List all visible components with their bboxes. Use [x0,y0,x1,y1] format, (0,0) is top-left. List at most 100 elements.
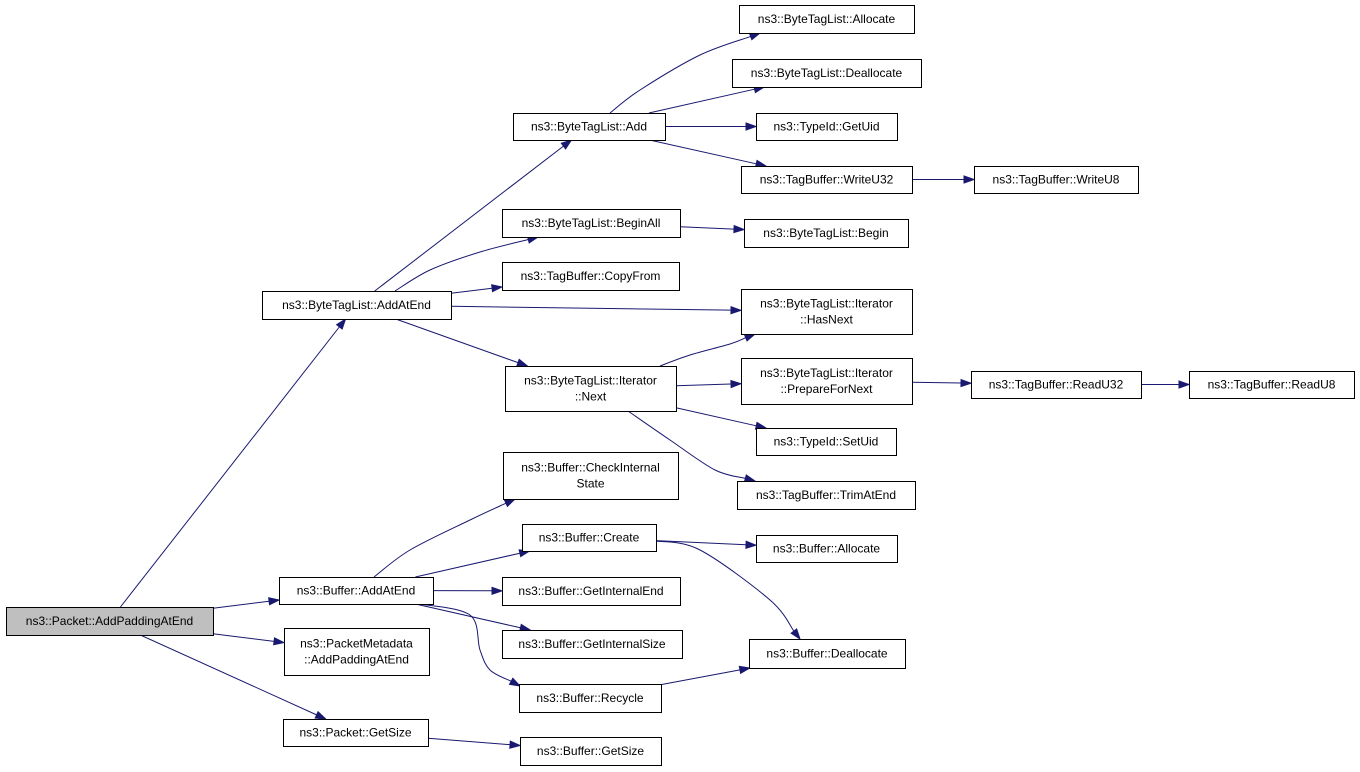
edge-line [427,737,511,746]
node-label: ns3::Buffer::GetInternalSize [518,637,666,651]
call-edge-it_next-to-it_hasnext [659,337,746,367]
edge-arrowhead [745,122,758,131]
edge-arrowhead [268,597,281,606]
edge-arrowhead [335,317,347,330]
edges-layer [120,32,1191,749]
graph-node-buf-getsize-int[interactable]: ns3::Buffer::GetInternalSize [502,630,683,659]
node-label: ns3::ByteTagList::Begin [763,226,888,240]
graph-node-buf-alloc[interactable]: ns3::Buffer::Allocate [756,535,898,563]
call-edge-buf_addatend-to-buf_getsize_int [415,603,521,629]
node-box [502,577,681,606]
call-edge-it_next-to-it_prepare [675,383,732,387]
call-edge-btl_addatend-to-btl_beginall [394,239,529,292]
edge-arrowhead [503,498,517,508]
graph-node-buf-dealloc[interactable]: ns3::Buffer::Deallocate [749,639,906,669]
node-label: ns3::Packet::GetSize [299,726,411,740]
graph-node-btl-dealloc[interactable]: ns3::ByteTagList::Deallocate [732,59,922,88]
graph-node-btl-alloc[interactable]: ns3::ByteTagList::Allocate [739,5,915,34]
edge-arrowhead [560,139,573,150]
edge-arrowhead [491,586,504,595]
node-box [756,428,897,456]
call-edge-buf_create-to-buf_alloc [655,540,747,546]
graph-node-buf-recycle[interactable]: ns3::Buffer::Recycle [519,684,662,713]
edge-arrowhead [1178,380,1191,389]
graph-node-buf-addatend[interactable]: ns3::Buffer::AddAtEnd [279,577,434,605]
graph-node-btl-begin[interactable]: ns3::ByteTagList::Begin [744,219,909,248]
graph-node-it-hasnext[interactable]: ns3::ByteTagList::Iterator::HasNext [741,289,913,335]
node-label: ns3::ByteTagList::AddAtEnd [282,298,431,312]
edge-line [374,145,564,292]
call-edge-btl_addatend-to-tb_copyfrom [450,287,493,294]
node-label: ns3::TagBuffer::WriteU32 [760,173,894,187]
node-label: ns3::Buffer::Create [539,531,640,545]
edge-line [415,603,521,629]
node-label: ns3::Buffer::Deallocate [766,647,888,661]
edge-line [655,540,747,546]
call-edge-btl_add-to-tb_writeu32 [649,139,757,165]
graph-node-tb-readu8[interactable]: ns3::TagBuffer::ReadU8 [1189,371,1355,399]
node-box [279,577,434,605]
call-edge-buf_create-to-buf_dealloc [655,540,795,632]
graph-node-pkt-getsize[interactable]: ns3::Packet::GetSize [283,719,429,747]
call-edge-pkt_addpad-to-btl_addatend [120,326,340,608]
node-box [283,719,429,747]
node-box [749,639,906,669]
edge-line [419,603,512,682]
edge-line [609,35,751,114]
graph-node-btl-beginall[interactable]: ns3::ByteTagList::BeginAll [502,209,681,238]
call-edge-pkt_getsize-to-buf_getsize [427,737,511,746]
node-label: ns3::TagBuffer::CopyFrom [521,269,661,283]
graph-node-tid-getuid[interactable]: ns3::TypeId::GetUid [756,113,898,141]
node-label: ::AddPaddingAtEnd [304,653,409,667]
node-box [1189,371,1355,399]
graph-node-it-prepare[interactable]: ns3::ByteTagList::Iterator::PrepareForNe… [741,358,913,405]
node-label: ns3::TagBuffer::WriteU8 [993,173,1120,187]
node-box [503,452,679,500]
graph-node-buf-getsize[interactable]: ns3::Buffer::GetSize [520,737,662,766]
graph-node-tb-copyfrom[interactable]: ns3::TagBuffer::CopyFrom [502,262,680,291]
node-label: ns3::Buffer::GetSize [537,744,644,758]
node-label: ns3::ByteTagList::Allocate [758,12,896,26]
call-edge-btl_add-to-btl_dealloc [648,88,755,114]
node-box [262,291,452,320]
graph-node-buf-create[interactable]: ns3::Buffer::Create [522,524,657,552]
edge-line [627,410,746,479]
node-label: ns3::TagBuffer::ReadU32 [989,378,1124,392]
graph-node-it-next[interactable]: ns3::ByteTagList::Iterator::Next [505,366,677,412]
graph-node-pkt-addpad[interactable]: ns3::Packet::AddPaddingAtEnd [6,607,214,636]
graph-node-tb-writeu32[interactable]: ns3::TagBuffer::WriteU32 [741,166,913,194]
node-label: State [576,477,604,491]
node-box [971,371,1142,399]
call-edge-btl_addatend-to-btl_add [374,145,564,292]
node-label: ns3::ByteTagList::Deallocate [751,66,903,80]
node-label: ns3::Buffer::Recycle [536,691,643,705]
edge-arrowhead [730,379,743,389]
edge-line [373,502,507,578]
edge-arrowhead [743,474,757,483]
call-edge-btl_beginall-to-btl_begin [679,226,735,230]
graph-node-btl-addatend[interactable]: ns3::ByteTagList::AddAtEnd [262,291,452,320]
graph-node-tb-writeu8[interactable]: ns3::TagBuffer::WriteU8 [974,166,1139,194]
call-edge-pkt_addpad-to-pkt_getsize [140,634,317,716]
edge-arrowhead [508,677,522,687]
node-label: ::Next [575,390,607,404]
graph-node-btl-add[interactable]: ns3::ByteTagList::Add [513,113,666,141]
edge-line [679,226,735,230]
node-label: ns3::ByteTagList::Iterator [760,366,893,380]
node-label: ns3::TypeId::SetUid [774,435,879,449]
graph-node-pmd-addpad[interactable]: ns3::PacketMetadata::AddPaddingAtEnd [284,628,430,676]
edge-line [450,287,493,294]
node-label: ns3::TagBuffer::TrimAtEnd [756,488,896,502]
edge-arrowhead [273,637,286,646]
graph-node-tb-trim[interactable]: ns3::TagBuffer::TrimAtEnd [737,481,916,510]
graph-node-buf-getend[interactable]: ns3::Buffer::GetInternalEnd [502,577,681,606]
node-box [520,737,662,766]
graph-node-tb-readu32[interactable]: ns3::TagBuffer::ReadU32 [971,371,1142,399]
graph-node-tid-setuid[interactable]: ns3::TypeId::SetUid [756,428,897,456]
node-label: ns3::ByteTagList::Iterator [524,374,657,388]
edge-arrowhead [960,378,973,388]
node-label: ::PrepareForNext [780,382,873,396]
edge-arrowhead [733,224,746,234]
